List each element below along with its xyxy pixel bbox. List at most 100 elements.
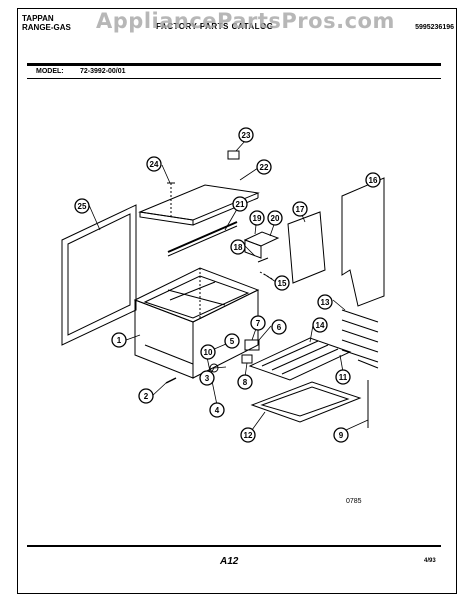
page-border — [17, 8, 457, 594]
callout-circle — [274, 275, 290, 291]
grid-line-2 — [271, 344, 329, 371]
catalog-number: 5995236196 — [415, 24, 454, 31]
callout-circle — [199, 370, 215, 386]
screw-2 — [165, 377, 177, 384]
drawing-code: 0785 — [346, 498, 362, 505]
callout-16: 16 — [365, 172, 381, 188]
callout-label: 15 — [278, 279, 287, 288]
grid-line-1 — [261, 340, 319, 367]
callout-label: 9 — [339, 431, 344, 440]
callout-label: 25 — [78, 202, 87, 211]
callout-label: 10 — [204, 348, 213, 357]
callout-14: 14 — [312, 317, 328, 333]
callout-circle — [138, 388, 154, 404]
callout-8: 8 — [237, 374, 253, 390]
callout-24: 24 — [146, 156, 162, 172]
callout-label: 2 — [144, 392, 149, 401]
bracket-19-side — [244, 239, 262, 259]
panel-17-outline — [287, 211, 326, 284]
callout-circle — [237, 374, 253, 390]
callout-label: 24 — [150, 160, 159, 169]
leader-9 — [345, 419, 369, 431]
callout-15: 15 — [274, 275, 290, 291]
callout-10: 10 — [200, 344, 216, 360]
callout-label: 21 — [236, 200, 245, 209]
back-panel-outline — [341, 177, 385, 307]
leader-6 — [258, 325, 272, 341]
leader-2 — [151, 382, 167, 397]
leader-18 — [244, 245, 256, 257]
page-number: A12 — [220, 556, 239, 567]
callout-circle — [111, 332, 127, 348]
revision-date: 4/93 — [424, 558, 436, 564]
callout-12: 12 — [240, 427, 256, 443]
callout-label: 4 — [215, 406, 220, 415]
side-panel-outline — [61, 204, 137, 346]
top-panel-edge — [139, 211, 194, 226]
rack-line-4 — [341, 339, 379, 353]
callout-22: 22 — [256, 159, 272, 175]
callout-label: 11 — [339, 373, 348, 382]
callout-label: 7 — [256, 319, 261, 328]
leader-12 — [251, 411, 266, 431]
body-opening — [143, 275, 250, 319]
callout-20: 20 — [267, 210, 283, 226]
product-type: RANGE-GAS — [22, 23, 71, 32]
rack-line-1 — [341, 309, 379, 323]
callout-circle — [333, 427, 349, 443]
callout-circle — [224, 333, 240, 349]
leader-lines — [88, 140, 373, 431]
catalog-title: FACTORY PARTS CATALOG — [156, 22, 274, 31]
clip-outline — [227, 150, 240, 160]
callout-circle — [317, 294, 333, 310]
trim-strip — [167, 221, 238, 253]
callout-2: 2 — [138, 388, 154, 404]
leader-11 — [339, 354, 344, 373]
callout-11: 11 — [335, 369, 351, 385]
callout-label: 20 — [271, 214, 280, 223]
callout-label: 12 — [244, 431, 253, 440]
callout-label: 22 — [260, 163, 269, 172]
callout-label: 19 — [253, 214, 262, 223]
leader-10 — [213, 366, 227, 369]
leader-1 — [125, 334, 141, 341]
callout-4: 4 — [209, 402, 225, 418]
callout-circle — [249, 210, 265, 226]
callout-circle — [200, 344, 216, 360]
trim-strip-edge — [167, 225, 238, 257]
callout-17: 17 — [292, 201, 308, 217]
brand-name: TAPPAN — [22, 14, 54, 23]
callout-label: 5 — [230, 337, 235, 346]
model-number: 72-3992-00/01 — [80, 68, 126, 75]
part-18-line — [257, 257, 269, 263]
callout-23: 23 — [238, 127, 254, 143]
part-outlines — [61, 150, 385, 428]
rack-line-2 — [341, 319, 379, 333]
body-strut-1 — [169, 281, 216, 301]
callout-9: 9 — [333, 427, 349, 443]
footer-rule — [27, 545, 441, 547]
leader-24 — [161, 164, 171, 184]
watermark: AppliancePartsPros.com — [96, 9, 395, 33]
callout-25: 25 — [74, 198, 90, 214]
body-side — [192, 289, 259, 379]
rack-line-3 — [341, 329, 379, 343]
rack-line-6 — [357, 359, 379, 369]
callout-21: 21 — [232, 196, 248, 212]
callout-label: 3 — [205, 374, 210, 383]
callout-circle — [335, 369, 351, 385]
leader-23 — [235, 140, 246, 152]
body-base-line — [144, 344, 194, 365]
callout-circle — [365, 172, 381, 188]
callout-6: 6 — [271, 319, 287, 335]
callout-3: 3 — [199, 370, 215, 386]
top-panel-edge-line — [192, 197, 259, 226]
callout-label: 16 — [369, 176, 378, 185]
callout-label: 18 — [234, 243, 243, 252]
callout-13: 13 — [317, 294, 333, 310]
callout-18: 18 — [230, 239, 246, 255]
bracket-19-outline — [243, 231, 280, 247]
side-panel-inner — [67, 213, 131, 336]
leader-13 — [332, 299, 346, 311]
